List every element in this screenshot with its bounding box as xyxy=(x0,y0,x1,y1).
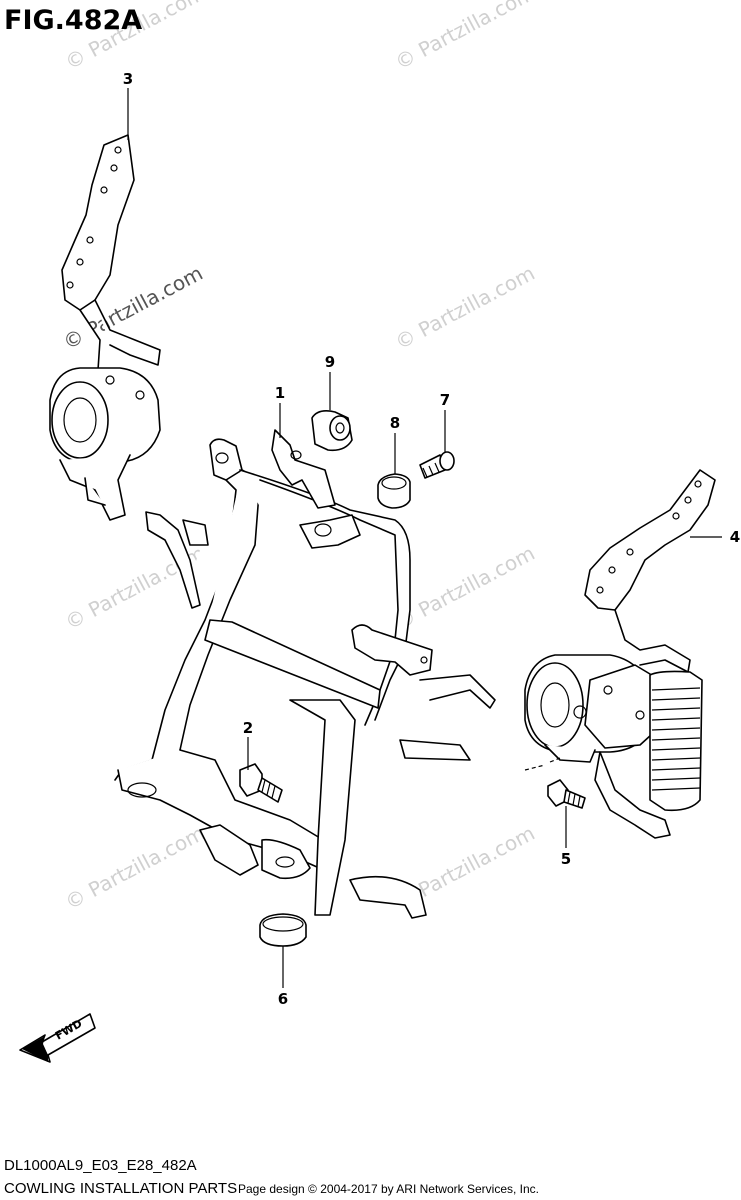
callout-9: 9 xyxy=(325,353,335,371)
callout-3: 3 xyxy=(123,70,133,88)
part-7-screw xyxy=(419,451,455,479)
part-9-damper xyxy=(311,410,353,452)
watermark: © Partzilla.com xyxy=(391,541,539,635)
part-2-bolt xyxy=(239,763,283,803)
callout-labels: 1 2 3 4 5 6 7 8 9 xyxy=(123,70,740,1008)
assembly-dashed-line xyxy=(524,757,561,771)
part-4-right-bracket-assembly xyxy=(524,469,716,839)
footer-section-name: COWLING INSTALLATION PARTS xyxy=(4,1180,237,1197)
watermark: © Partzilla.com xyxy=(61,821,209,915)
callout-2: 2 xyxy=(243,719,253,737)
watermark: © Partzilla.com xyxy=(391,0,539,74)
callout-1: 1 xyxy=(275,384,285,402)
callout-5: 5 xyxy=(561,850,571,868)
part-3-left-bracket-assembly xyxy=(49,134,161,521)
footer-model-code: DL1000AL9_E03_E28_482A xyxy=(4,1157,197,1174)
callout-leaders xyxy=(127,88,722,988)
part-5-bolt xyxy=(547,779,586,809)
watermark: © Partzilla.com xyxy=(391,261,539,355)
part-8-grommet xyxy=(377,473,411,509)
callout-6: 6 xyxy=(278,990,288,1008)
part-1-cowling-frame xyxy=(114,429,496,919)
callout-8: 8 xyxy=(390,414,400,432)
callout-7: 7 xyxy=(440,391,450,409)
figure-title: FIG.482A xyxy=(4,5,142,36)
part-6-cushion xyxy=(259,913,307,947)
fwd-direction-badge: FWD xyxy=(19,1013,96,1063)
callout-4: 4 xyxy=(730,528,740,546)
footer-page-design: Page design © 2004-2017 by ARI Network S… xyxy=(238,1182,539,1196)
